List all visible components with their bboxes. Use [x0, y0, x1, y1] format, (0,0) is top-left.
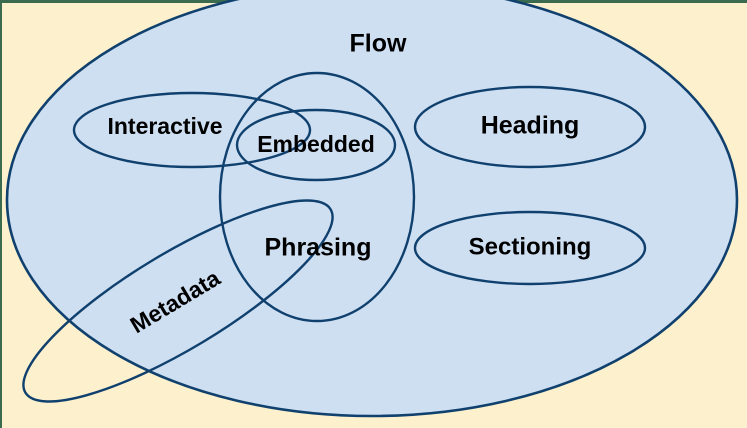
set-label-heading: Heading	[481, 112, 580, 140]
set-label-interactive: Interactive	[107, 113, 222, 139]
set-label-flow: Flow	[350, 30, 407, 58]
set-ellipse-flow[interactable]	[5, 0, 739, 418]
set-label-phrasing: Phrasing	[265, 234, 372, 262]
set-ellipse-interactive[interactable]	[72, 91, 312, 169]
set-ellipse-sectioning[interactable]	[413, 210, 647, 286]
set-label-sectioning: Sectioning	[469, 233, 592, 260]
set-label-embedded: Embedded	[257, 131, 375, 157]
set-ellipse-embedded[interactable]	[235, 108, 397, 182]
set-ellipse-phrasing[interactable]	[218, 71, 416, 323]
set-ellipse-metadata[interactable]	[1, 168, 356, 428]
set-ellipse-heading[interactable]	[413, 85, 647, 169]
